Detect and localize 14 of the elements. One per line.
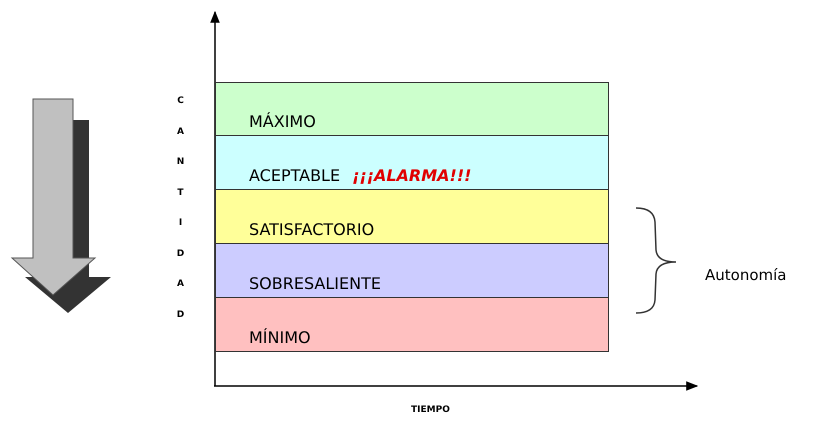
level-label: MÍNIMO [249, 328, 311, 347]
axis-title: TIEMPO [411, 405, 450, 415]
level-band [215, 297, 609, 352]
level-band [215, 82, 609, 136]
level-label: SOBRESALIENTE [249, 274, 381, 293]
level-label: MÁXIMO [249, 112, 316, 131]
level-label: ACEPTABLE [249, 166, 340, 185]
level-label: SATISFACTORIO [249, 220, 374, 239]
level-band [215, 189, 609, 244]
alarm-text: ¡¡¡ALARMA!!! [352, 166, 472, 185]
bracket-label: Autonomía [705, 266, 786, 284]
level-band [215, 243, 609, 298]
level-band [215, 135, 609, 190]
axis-title: CANTIDAD [176, 95, 185, 322]
